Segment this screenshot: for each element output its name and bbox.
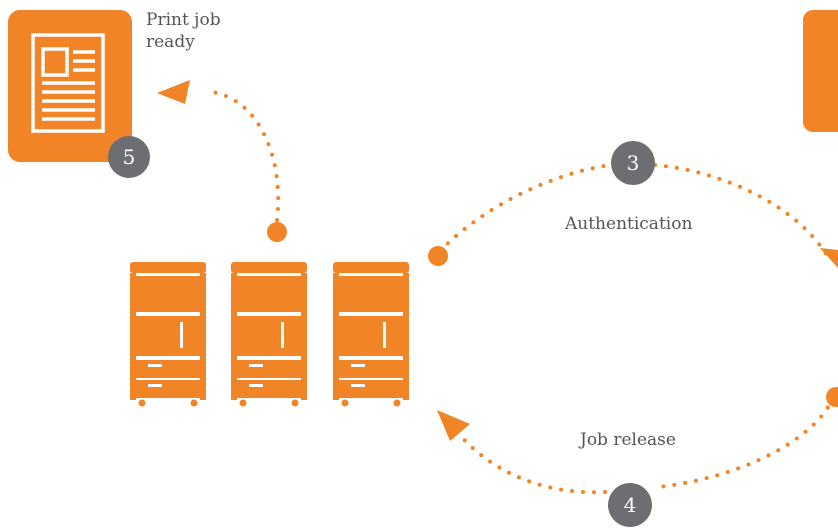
path-job-release-right xyxy=(656,396,835,489)
path-authentication-left xyxy=(438,163,612,253)
path-start-dot-printer xyxy=(267,222,287,242)
document-tile-background xyxy=(8,10,132,162)
path-start-dot-authentication xyxy=(428,246,448,266)
step-number-4: 4 xyxy=(624,493,637,517)
device-tile-partial xyxy=(803,10,838,132)
printer-icon xyxy=(231,262,307,407)
arrowhead-job-release xyxy=(437,410,470,441)
path-start-dot-job-release xyxy=(826,387,838,407)
arrowhead-authentication xyxy=(820,248,838,268)
document-icon xyxy=(31,33,105,133)
job-release-label: Job release xyxy=(580,430,676,450)
path-authentication-right xyxy=(653,163,830,259)
path-job-release-left xyxy=(456,431,607,495)
step-badge-5: 5 xyxy=(108,136,150,178)
print-job-ready-tile xyxy=(8,10,132,162)
authentication-label: Authentication xyxy=(565,214,693,234)
path-printer-to-document xyxy=(203,89,281,222)
step-number-5: 5 xyxy=(123,145,136,169)
print-job-ready-label-line2: ready xyxy=(146,32,195,52)
step-badge-3: 3 xyxy=(611,141,655,185)
step-number-3: 3 xyxy=(627,151,640,175)
printer-icon xyxy=(333,262,409,407)
arrowhead-to-document xyxy=(157,80,190,104)
step-badge-4: 4 xyxy=(608,483,652,527)
print-job-ready-label-line1: Print job xyxy=(146,10,221,30)
printer-icon xyxy=(130,262,206,407)
